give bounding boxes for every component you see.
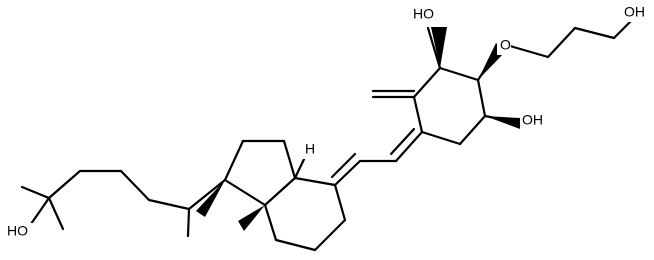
label-ho-top: HO [413,6,434,22]
label-ho-left: HO [7,223,28,239]
label-oh-chain: OH [624,4,645,20]
label-ether-o: O [500,37,511,53]
wedge-right-oh [485,116,520,129]
wedge-top-oh [431,27,447,68]
wedge-cd-junction [196,180,225,217]
label-oh-right: OH [522,112,543,128]
label-h-ring: H [305,141,315,157]
label-backgrounds [5,4,648,241]
bond-lines [20,16,636,252]
atom-labels: HO O OH OH H HO [7,4,645,239]
wedge-methyl [238,205,265,231]
